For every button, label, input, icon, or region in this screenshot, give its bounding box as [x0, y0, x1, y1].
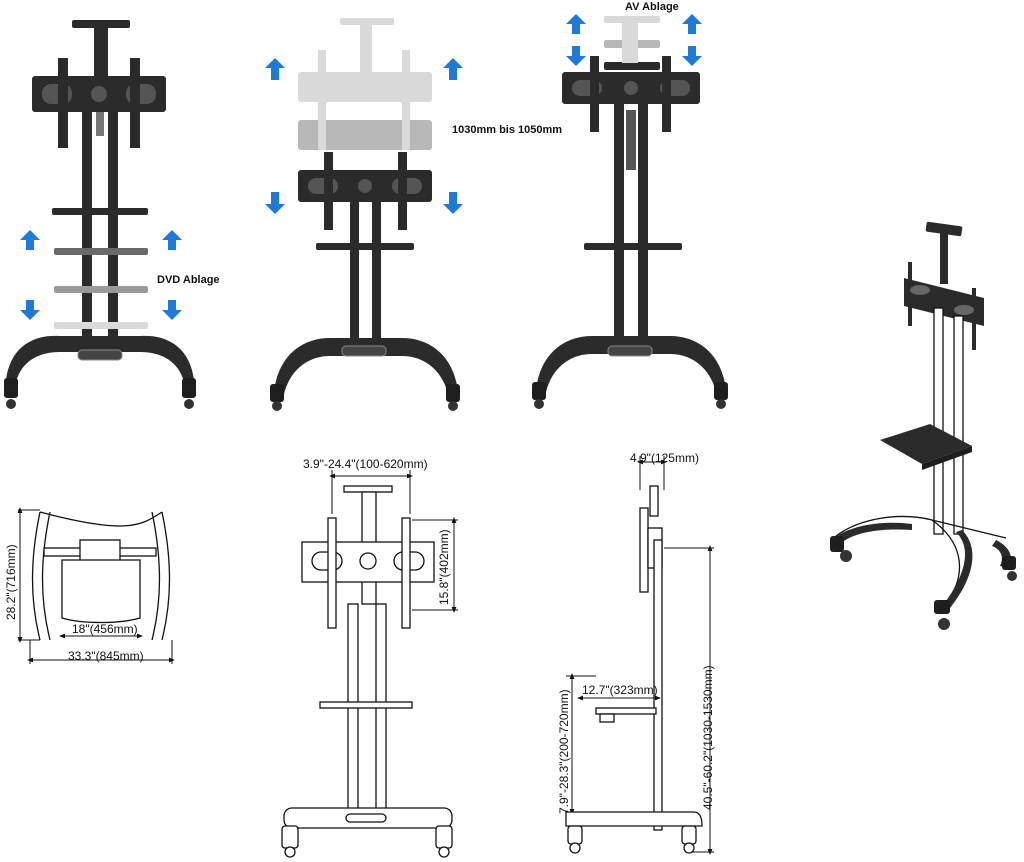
arrow-up-icon: [162, 230, 182, 250]
arrow-up-icon: [265, 58, 285, 80]
stand-dvd-shelf-adjust: DVD Ablage: [4, 20, 220, 409]
stand-height-adjust: 1030mm bis 1050mm: [265, 18, 562, 411]
arrow-up-icon: [682, 14, 702, 34]
arrow-up-icon: [566, 14, 586, 34]
av-shelf-label: AV Ablage: [625, 1, 679, 13]
stand-av-shelf-adjust: AV Ablage: [532, 1, 728, 409]
dvd-shelf-label: DVD Ablage: [157, 274, 220, 286]
vesa-height-dimension: 15.8"(402mm): [437, 529, 451, 605]
arrow-down-icon: [682, 46, 702, 66]
shelf-height-dimension: 7.9"-28.3"(200-720mm): [557, 689, 571, 814]
total-height-dimension: 40.5"-60.2"(1030-1530mm): [701, 665, 715, 810]
base-depth-dimension: 28.2"(716mm): [4, 544, 18, 620]
bracket-offset-dimension: 4.9"(125mm): [630, 451, 699, 465]
arrow-down-icon: [265, 192, 285, 214]
vesa-width-dimension: 3.9"-24.4"(100-620mm): [303, 457, 428, 471]
base-width-dimension: 33.3"(845mm): [68, 649, 144, 663]
drawing-side-view: 4.9"(125mm) 40.5"-60.2"(1030-1530mm) 12.…: [557, 451, 715, 855]
height-range-label: 1030mm bis 1050mm: [452, 124, 562, 136]
shelf-depth-dimension: 12.7"(323mm): [582, 683, 658, 697]
base-inner-width-dimension: 18"(456mm): [72, 622, 138, 636]
stand-perspective-view: [830, 221, 1017, 630]
arrow-up-icon: [443, 58, 463, 80]
arrow-down-icon: [162, 300, 182, 320]
arrow-down-icon: [443, 192, 463, 214]
arrow-down-icon: [20, 300, 40, 320]
drawing-base-top-view: 28.2"(716mm) 18"(456mm) 33.3"(845mm): [4, 507, 175, 664]
arrow-down-icon: [566, 46, 586, 66]
drawing-front-view: 3.9"-24.4"(100-620mm) 15.8"(402mm): [281, 457, 458, 858]
arrow-up-icon: [20, 230, 40, 250]
